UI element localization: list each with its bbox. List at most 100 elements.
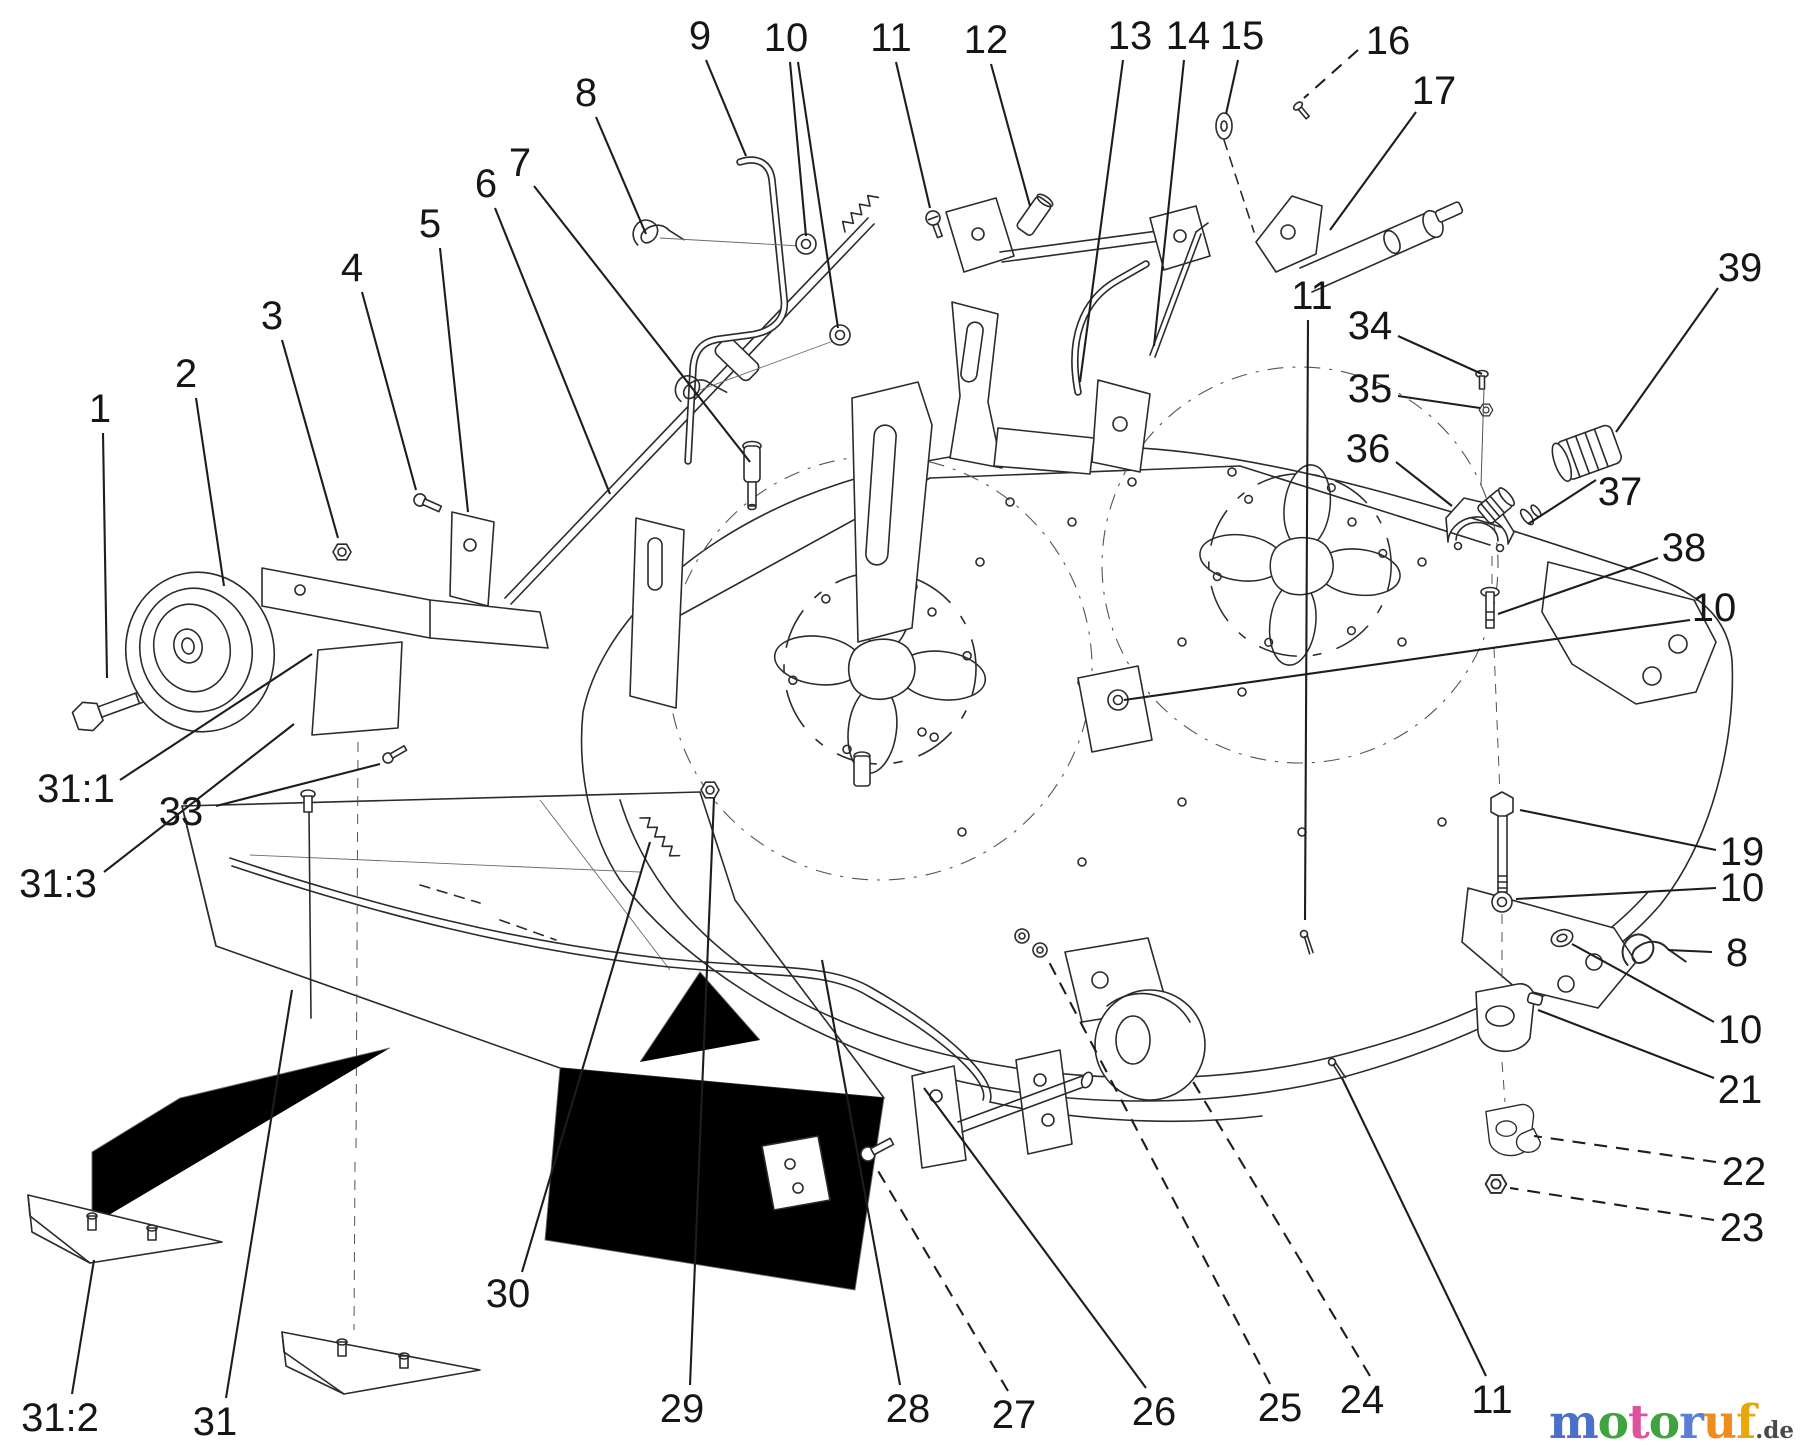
bolt-part38	[1480, 586, 1500, 629]
spring-part30	[639, 817, 681, 857]
washer-under-19	[1491, 891, 1513, 913]
axle-bolt	[71, 688, 152, 732]
leader-line-12	[989, 63, 1032, 207]
leader-line-31:2	[70, 1259, 96, 1395]
gauge-wheel-group	[71, 493, 549, 733]
baffle-31	[281, 1331, 481, 1395]
leader-line-31:3	[103, 723, 295, 873]
small-bolt-33	[382, 745, 408, 764]
callout-30: 30	[486, 1272, 531, 1316]
front-skirt-drawing	[181, 791, 1263, 1291]
callout-34: 34	[1348, 304, 1393, 348]
leader-line-30	[520, 841, 652, 1273]
callout-17: 17	[1412, 69, 1457, 113]
elbow-fitting-36	[1445, 487, 1515, 553]
callout-38: 38	[1662, 526, 1707, 570]
callout-1: 1	[89, 387, 111, 431]
leader-line-11	[1303, 319, 1310, 921]
leader-line-10	[1123, 618, 1691, 702]
callout-10: 10	[764, 16, 809, 60]
leader-line-10	[788, 61, 808, 237]
washer-side	[1550, 928, 1574, 948]
callout-31:3: 31:3	[19, 862, 97, 906]
leader-line-25	[1047, 959, 1271, 1385]
leader-line-29	[688, 797, 716, 1386]
hanger-bracket-17	[1255, 195, 1464, 293]
leader-line-9	[705, 59, 747, 157]
leader-line-35	[1397, 394, 1481, 410]
leader-line-22	[1533, 1134, 1717, 1164]
lift-shaft	[504, 217, 869, 599]
logo-letter: o	[1597, 1395, 1629, 1446]
callout-5: 5	[419, 202, 441, 246]
leader-line-10	[796, 61, 840, 329]
cotter-pin-mid	[1292, 928, 1322, 956]
nut-part35	[1478, 403, 1494, 417]
callout-10: 10	[1718, 1008, 1763, 1052]
callout-39: 39	[1718, 246, 1763, 290]
motoruf-wordmark: motoruf	[1548, 1395, 1756, 1446]
leader-line-11	[1341, 1077, 1487, 1377]
callout-14: 14	[1166, 14, 1211, 58]
callout-23: 23	[1720, 1206, 1765, 1250]
baffle-31-2	[27, 1194, 223, 1264]
leader-line-24	[1191, 1079, 1371, 1377]
washer-part25b	[1014, 928, 1030, 944]
washer-part15	[1215, 112, 1233, 140]
right-spindle-plate	[1182, 447, 1418, 683]
screw-part11	[923, 208, 948, 240]
deck-mount-towers	[629, 301, 1151, 709]
callout-35: 35	[1348, 367, 1393, 411]
logo-letter: m	[1548, 1395, 1599, 1446]
eyebolt-part22	[1485, 1103, 1541, 1157]
leader-line-6	[494, 207, 611, 495]
callout-10: 10	[1692, 586, 1737, 630]
callout-15: 15	[1220, 14, 1265, 58]
callout-2: 2	[175, 352, 197, 396]
stud	[853, 751, 871, 787]
shaft-spring	[841, 194, 880, 233]
nut-part23	[1484, 1174, 1508, 1194]
leader-line-8	[1667, 948, 1713, 954]
motoruf-logo[interactable]: motoruf.de	[1549, 1399, 1794, 1446]
rod-part14	[1149, 231, 1197, 356]
logo-letter: t	[1628, 1395, 1650, 1446]
link-plate-a	[945, 197, 1015, 273]
washer-part10a	[795, 233, 817, 255]
bolt-part27	[860, 1137, 895, 1162]
clevis-pin	[742, 440, 762, 511]
eyebolt-part21	[1475, 983, 1544, 1053]
baffle-group	[27, 641, 481, 1395]
leader-line-5	[438, 247, 470, 513]
leader-line-33	[215, 762, 381, 808]
leader-line-26	[923, 1087, 1147, 1389]
leader-line-28	[820, 959, 902, 1386]
link-plate-b	[1149, 205, 1211, 271]
callout-28: 28	[886, 1387, 931, 1431]
callout-36: 36	[1346, 427, 1391, 471]
callout-3: 3	[261, 294, 283, 338]
nut-part29	[700, 781, 720, 799]
callout-31:1: 31:1	[37, 767, 115, 811]
callout-10: 10	[1720, 866, 1765, 910]
height-bracket-part5	[449, 511, 495, 607]
leader-line-37	[1527, 479, 1597, 525]
callout-11: 11	[870, 16, 912, 60]
leader-line-17	[1329, 111, 1417, 231]
decal-plate	[311, 641, 403, 736]
screw-part16	[1292, 101, 1310, 120]
leader-line-21	[1537, 1009, 1715, 1079]
motoruf-suffix: .de	[1755, 1417, 1794, 1444]
callout-9: 9	[689, 14, 711, 58]
bolt-part4	[413, 493, 443, 513]
callout-7: 7	[509, 141, 531, 185]
leader-line-34	[1397, 335, 1483, 375]
callout-25: 25	[1258, 1386, 1303, 1430]
knob-part39	[1551, 424, 1622, 483]
leader-line-4	[360, 291, 418, 491]
callout-8: 8	[1726, 931, 1748, 975]
callout-21: 21	[1718, 1068, 1763, 1112]
spacer-part12	[1016, 193, 1054, 236]
logo-letter: u	[1702, 1395, 1737, 1446]
roller-part24	[1064, 937, 1206, 1101]
